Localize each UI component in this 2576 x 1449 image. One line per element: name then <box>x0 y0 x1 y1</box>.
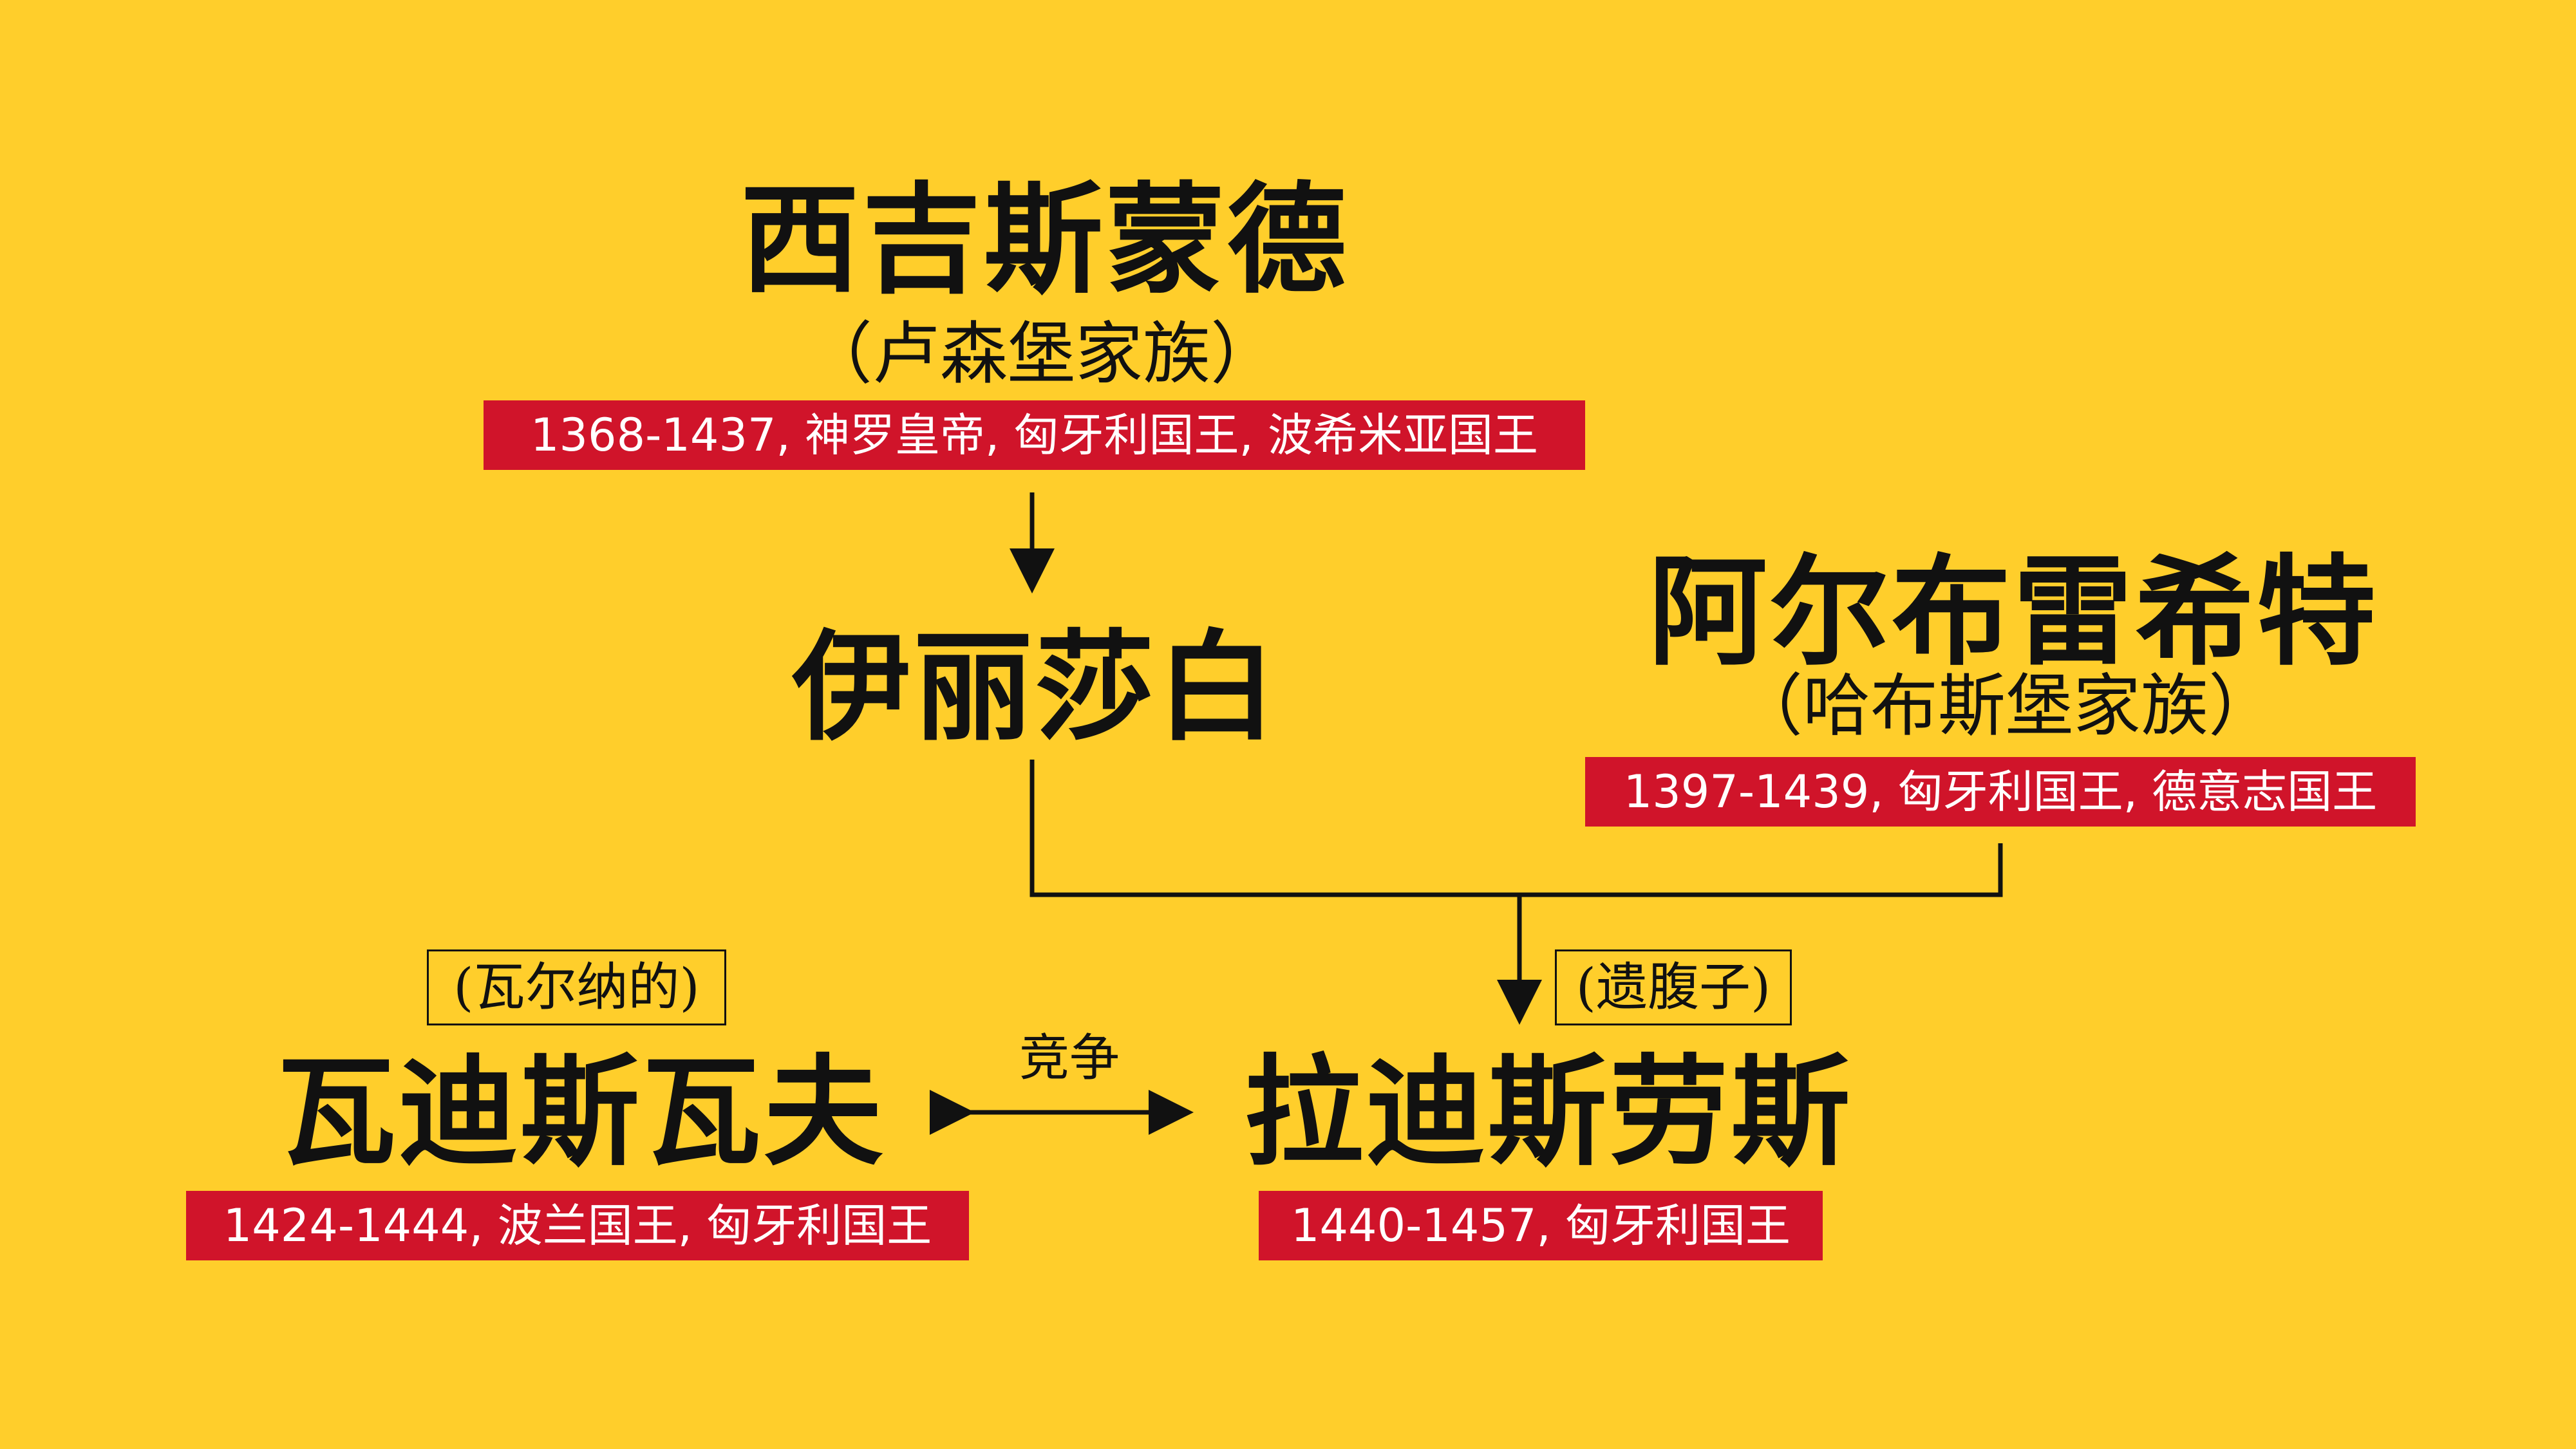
sigismund-info: 1368-1437, 神罗皇帝, 匈牙利国王, 波希米亚国王 <box>484 400 1585 470</box>
albrecht-house: （哈布斯堡家族） <box>1735 667 2276 745</box>
albrecht-name: 阿尔布雷希特 <box>1648 541 2378 682</box>
wladyslaw-name: 瓦迪斯瓦夫 <box>277 1042 885 1182</box>
rivalry-label: 竞争 <box>1019 1029 1120 1087</box>
ladislaus-name: 拉迪斯劳斯 <box>1244 1042 1853 1182</box>
marriage-bracket <box>1029 760 2003 897</box>
albrecht-info: 1397-1439, 匈牙利国王, 德意志国王 <box>1585 757 2416 827</box>
ladislaus-info: 1440-1457, 匈牙利国王 <box>1259 1191 1823 1260</box>
elizabeth-name: 伊丽莎白 <box>792 617 1279 757</box>
ladislaus-tag: (遗腹子) <box>1555 949 1792 1025</box>
sigismund-house: （卢森堡家族） <box>805 315 1279 393</box>
wladyslaw-info: 1424-1444, 波兰国王, 匈牙利国王 <box>186 1191 969 1260</box>
wladyslaw-tag: (瓦尔纳的) <box>427 949 726 1025</box>
sigismund-name: 西吉斯蒙德 <box>740 169 1349 310</box>
